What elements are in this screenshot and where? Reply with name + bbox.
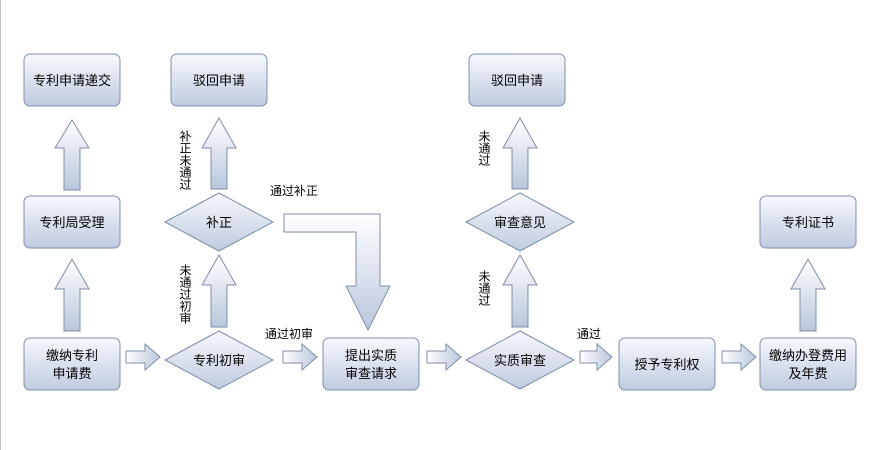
node-substantive: 实质审查 [464, 330, 576, 390]
node-reject-top-label: 驳回申请 [193, 74, 245, 89]
label-fail-sub: 未通过 [477, 270, 491, 306]
node-prelim: 专利初审 [163, 330, 275, 390]
node-pay-fee: 缴纳专利 申请费 [23, 337, 121, 391]
node-certificate: 专利证书 [759, 195, 857, 249]
node-prelim-label: 专利初审 [193, 354, 245, 369]
node-pay-fee-line2: 申请费 [52, 367, 91, 382]
arrow-right-request-substantive [426, 342, 462, 372]
node-pay-fee-line1: 缴纳专利 [46, 349, 98, 364]
node-reject-top: 驳回申请 [170, 53, 268, 107]
node-substantive-label: 实质审查 [494, 354, 546, 369]
arrow-up-accept-submit [54, 119, 90, 191]
node-reject-top2: 驳回申请 [468, 53, 566, 107]
node-submit: 专利申请递交 [23, 53, 121, 107]
node-request-exam-line1: 提出实质 [345, 348, 397, 364]
node-submit-label: 专利申请递交 [33, 73, 111, 89]
node-certificate-label: 专利证书 [782, 216, 834, 231]
arrow-right-grant-payreg [721, 342, 757, 372]
node-grant: 授予专利权 [618, 337, 716, 391]
node-opinion-label: 审查意见 [494, 215, 546, 231]
arrow-up-opinion-reject [502, 116, 538, 190]
node-pay-reg-line2: 及年费 [788, 367, 827, 382]
label-pass-prelim: 通过初审 [265, 326, 313, 341]
label-fail-correct: 补正未通过 [178, 130, 192, 190]
label-pass-correct: 通过补正 [270, 184, 318, 198]
arrow-up-correct-reject [201, 116, 237, 190]
arrow-right-prelim-request [282, 342, 318, 372]
label-fail-opinion: 未通过 [477, 130, 491, 166]
node-correct-label: 补正 [206, 216, 232, 231]
arrow-right-substantive-grant [579, 342, 613, 372]
node-correct: 补正 [163, 192, 275, 252]
arrow-bent-correct-request [283, 213, 391, 332]
label-fail-prelim: 未通过初审 [178, 264, 192, 325]
node-opinion: 审查意见 [464, 192, 576, 252]
label-pass-sub: 通过 [577, 327, 601, 341]
arrow-up-pay-accept [54, 257, 90, 332]
node-pay-reg: 缴纳办登费用 及年费 [759, 337, 857, 391]
node-request-exam: 提出实质 审查请求 [322, 337, 420, 391]
node-grant-label: 授予专利权 [634, 357, 699, 373]
node-accept: 专利局受理 [23, 195, 121, 249]
node-pay-reg-line1: 缴纳办登费用 [769, 349, 847, 364]
node-request-exam-line2: 审查请求 [345, 367, 397, 382]
node-reject-top2-label: 驳回申请 [491, 74, 543, 89]
node-accept-label: 专利局受理 [39, 216, 104, 231]
arrow-up-prelim-correct [201, 253, 237, 328]
arrow-up-payreg-certificate [790, 257, 826, 332]
arrow-up-substantive-opinion [502, 253, 538, 328]
arrow-right-pay-prelim [125, 342, 161, 372]
